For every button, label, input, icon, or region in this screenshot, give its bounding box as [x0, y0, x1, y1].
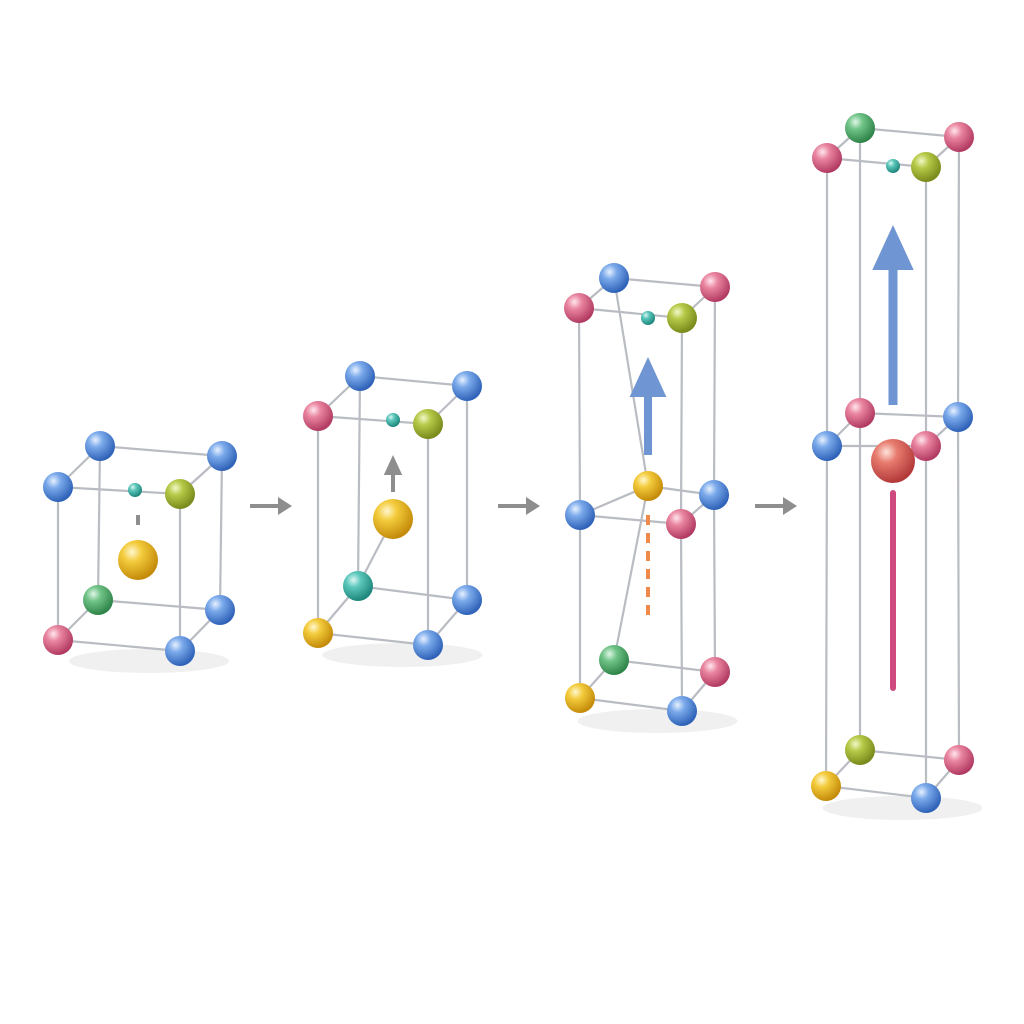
atom-yellow — [303, 618, 333, 648]
atom-yellow — [118, 540, 158, 580]
cell-edge — [317, 631, 429, 647]
atom-pink — [812, 143, 842, 173]
right-arrow-icon — [250, 497, 292, 515]
atom-yellow-green — [845, 735, 875, 765]
cell-edge — [579, 696, 683, 713]
atom-blue — [943, 402, 973, 432]
atom-yellow — [565, 683, 595, 713]
cell-edge — [859, 126, 960, 139]
atom-pink — [564, 293, 594, 323]
atom-pink — [700, 272, 730, 302]
atom-pink — [43, 625, 73, 655]
atom-red — [871, 439, 915, 483]
atom-blue — [667, 696, 697, 726]
cell-edge — [57, 485, 181, 496]
atom-blue — [207, 441, 237, 471]
cell-edge — [859, 748, 960, 762]
displacement-arrow-icon — [629, 357, 667, 397]
atom-yellow-green — [413, 409, 443, 439]
atom-blue — [413, 630, 443, 660]
atom-yellow — [811, 771, 841, 801]
atom-pink — [944, 122, 974, 152]
cell-edge — [579, 513, 682, 526]
cell-edge — [956, 416, 961, 761]
atom-pink — [666, 509, 696, 539]
cell-edge — [97, 598, 221, 612]
cell-edge — [825, 784, 927, 800]
atom-teal — [641, 311, 655, 325]
displacement-arrow-icon — [383, 455, 403, 475]
cell-shadow — [69, 649, 229, 673]
cell-edge — [356, 375, 362, 587]
right-arrow-icon — [498, 497, 540, 515]
atom-blue — [812, 431, 842, 461]
cell-edge — [956, 136, 961, 418]
cell-edge — [613, 276, 716, 289]
atom-teal — [128, 483, 142, 497]
cell-edge — [612, 485, 650, 661]
atom-blue — [452, 371, 482, 401]
atom-pink — [845, 398, 875, 428]
atom-blue — [599, 263, 629, 293]
cell-shadow — [322, 643, 483, 667]
atom-pink — [303, 401, 333, 431]
atom-yellow-green — [165, 479, 195, 509]
atom-pink — [700, 657, 730, 687]
atom-teal — [886, 159, 900, 173]
cell-edge — [218, 455, 224, 611]
unit-cell-2 — [303, 361, 483, 667]
atom-pink — [911, 431, 941, 461]
atom-green — [599, 645, 629, 675]
unit-cell-1 — [43, 431, 237, 673]
displacement-arrow-icon — [872, 225, 914, 270]
atom-yellow-green — [911, 152, 941, 182]
atom-yellow — [373, 499, 413, 539]
atom-yellow-green — [667, 303, 697, 333]
atom-green — [83, 585, 113, 615]
cell-edge — [679, 523, 684, 712]
cell-edge — [613, 658, 716, 674]
atom-blue — [911, 783, 941, 813]
cell-shadow — [577, 709, 738, 733]
cell-edge — [712, 286, 717, 496]
cell-edge — [612, 277, 650, 487]
atom-blue — [205, 595, 235, 625]
atom-pink — [944, 745, 974, 775]
cell-edge — [679, 317, 684, 525]
atom-teal — [343, 571, 373, 601]
right-arrow-icon — [755, 497, 797, 515]
atom-blue — [699, 480, 729, 510]
atom-blue — [345, 361, 375, 391]
cell-edge — [359, 374, 468, 388]
unit-cell-4 — [811, 113, 983, 820]
atom-yellow — [633, 471, 663, 501]
cell-edge — [577, 307, 582, 516]
cell-edge — [824, 445, 829, 787]
unit-cell-3 — [564, 263, 738, 733]
cell-edge — [712, 494, 717, 673]
cell-edge — [859, 411, 959, 419]
cell-edge — [357, 584, 468, 602]
cell-edge — [57, 638, 181, 653]
cell-edge — [96, 445, 102, 601]
cell-edge — [317, 414, 429, 426]
atom-green — [845, 113, 875, 143]
atom-blue — [565, 500, 595, 530]
cell-shadow — [822, 796, 983, 820]
atom-blue — [452, 585, 482, 615]
atom-teal — [386, 413, 400, 427]
atom-blue — [165, 636, 195, 666]
atom-blue — [43, 472, 73, 502]
cell-edges — [824, 126, 961, 800]
atom-blue — [85, 431, 115, 461]
cell-edge — [826, 156, 927, 169]
cell-edge — [578, 306, 683, 320]
cell-edge — [99, 444, 223, 458]
